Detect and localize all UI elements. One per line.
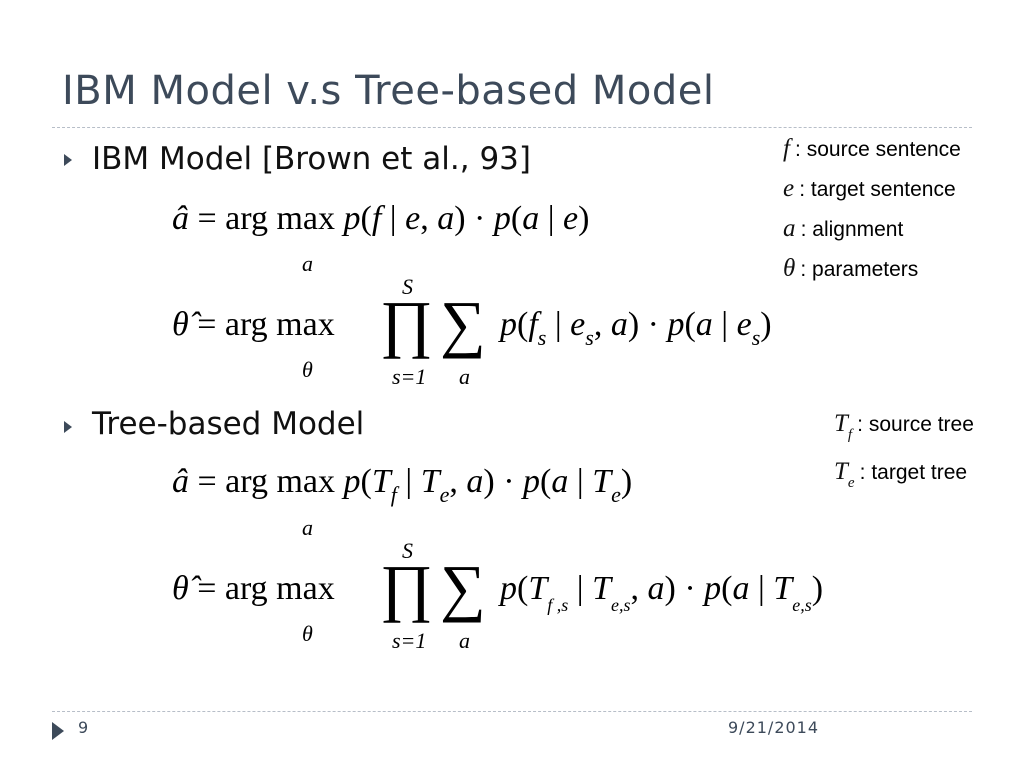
eq1-underset-a: a bbox=[302, 251, 313, 276]
eq3-underset-a: a bbox=[302, 515, 313, 540]
eq4-prod-upper-S: S bbox=[402, 538, 413, 563]
sum-symbol: ∑ bbox=[440, 552, 486, 623]
slide-date: 9/21/2014 bbox=[728, 718, 820, 737]
sum-symbol: ∑ bbox=[440, 288, 486, 359]
product-symbol: ∏ bbox=[380, 288, 433, 359]
eq2-prod-upper-S: S bbox=[402, 274, 413, 299]
eq2-prod-lower: s=1 bbox=[392, 364, 427, 389]
legend-te: Te : target tree bbox=[834, 458, 968, 491]
legend-desc: : target sentence bbox=[799, 178, 956, 201]
legend-desc: : source tree bbox=[857, 413, 974, 436]
product-symbol: ∏ bbox=[380, 552, 433, 623]
equation-tree-alignment: â = arg max p(Tf | Te, a) · p(a | Te) bbox=[172, 463, 633, 507]
eq2-rhs: p(fs | es, a) · p(a | es) bbox=[500, 306, 772, 350]
legend-theta: θ : parameters bbox=[783, 255, 918, 283]
legend-e: e : target sentence bbox=[783, 175, 956, 203]
legend-tf: Tf : source tree bbox=[834, 410, 974, 443]
bullet-arrow-icon bbox=[64, 421, 72, 433]
legend-subscript: f bbox=[847, 427, 853, 443]
eq2-sum-lower: a bbox=[459, 364, 470, 389]
eq4-rhs: p(Tf ,s | Te,s, a) · p(a | Te,s) bbox=[500, 570, 824, 615]
eq4-prod-lower: s=1 bbox=[392, 628, 427, 653]
eq4-underset-theta: θ bbox=[302, 621, 313, 646]
equation-ibm-parameters: θ̂ = arg max bbox=[172, 306, 335, 343]
legend-symbol: T bbox=[834, 410, 848, 437]
legend-desc: : target tree bbox=[859, 461, 968, 484]
legend-desc: : alignment bbox=[800, 218, 904, 241]
legend-symbol: a bbox=[783, 215, 796, 242]
legend-subscript: e bbox=[847, 475, 855, 491]
page-number: 9 bbox=[78, 718, 89, 737]
eq2-underset-theta: θ bbox=[302, 357, 313, 382]
legend-f: f : source sentence bbox=[783, 135, 961, 163]
equation-ibm-alignment: â = arg max p(f | e, a) · p(a | e) bbox=[172, 200, 590, 237]
legend-symbol: T bbox=[834, 458, 848, 485]
legend-desc: : source sentence bbox=[795, 138, 961, 161]
slide-title: IBM Model v.s Tree-based Model bbox=[62, 68, 715, 114]
eq4-sum-lower: a bbox=[459, 628, 470, 653]
legend-desc: : parameters bbox=[800, 258, 919, 281]
bullet-ibm-model: IBM Model [Brown et al., 93] bbox=[92, 141, 531, 177]
legend-symbol: e bbox=[783, 175, 795, 202]
legend-a: a : alignment bbox=[783, 215, 903, 243]
legend-symbol: θ bbox=[783, 255, 796, 282]
footer-arrow-icon bbox=[52, 722, 64, 740]
bullet-tree-model: Tree-based Model bbox=[92, 406, 365, 442]
title-divider bbox=[52, 127, 972, 128]
equation-tree-parameters: θ̂ = arg max bbox=[172, 570, 335, 607]
legend-symbol: f bbox=[783, 135, 790, 162]
footer-divider bbox=[52, 711, 972, 712]
bullet-arrow-icon bbox=[64, 154, 72, 166]
